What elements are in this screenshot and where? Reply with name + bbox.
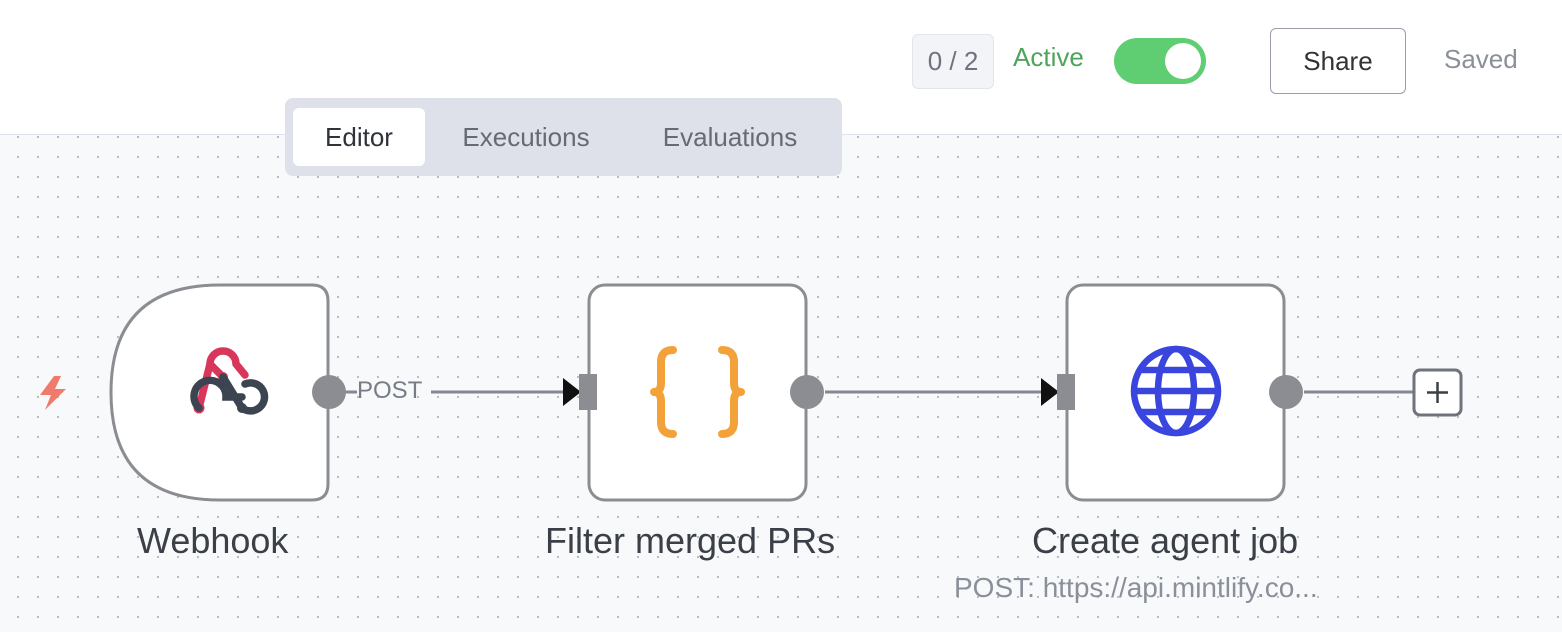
connection-label: POST (357, 377, 423, 404)
agent-job-output-handle[interactable] (1269, 375, 1303, 409)
node-filter-merged-prs[interactable] (587, 283, 808, 502)
webhook-icon (190, 347, 269, 415)
add-node-button[interactable] (1412, 368, 1463, 417)
filter-output-handle[interactable] (790, 375, 824, 409)
connection-arrow (563, 378, 581, 406)
webhook-output-handle[interactable] (312, 375, 346, 409)
execution-counter: 0 / 2 (912, 34, 994, 89)
globe-icon (1130, 345, 1222, 437)
node-subtitle-agent-job: POST: https://api.mintlify.co... (954, 572, 1318, 603)
plus-icon (1427, 382, 1448, 403)
tab-executions[interactable]: Executions (462, 121, 590, 152)
code-braces-icon (650, 346, 745, 438)
node-webhook[interactable] (109, 283, 330, 502)
node-label-filter: Filter merged PRs (545, 520, 836, 561)
agent-job-input-handle[interactable] (1057, 374, 1075, 410)
node-create-agent-job[interactable] (1065, 283, 1286, 502)
trigger-bolt-icon (40, 376, 66, 410)
toggle-knob (1165, 43, 1201, 79)
node-label-webhook: Webhook (137, 520, 289, 561)
connection-arrow (1041, 378, 1059, 406)
share-button[interactable]: Share (1270, 28, 1406, 94)
view-tabs: Editor Executions Evaluations (285, 98, 842, 176)
active-label: Active (1013, 42, 1084, 72)
tab-editor[interactable]: Editor (293, 108, 425, 166)
node-label-agent-job: Create agent job (1032, 520, 1299, 561)
filter-input-handle[interactable] (579, 374, 597, 410)
tab-evaluations[interactable]: Evaluations (662, 121, 798, 152)
saved-status: Saved (1444, 44, 1518, 74)
active-toggle[interactable] (1114, 38, 1206, 84)
